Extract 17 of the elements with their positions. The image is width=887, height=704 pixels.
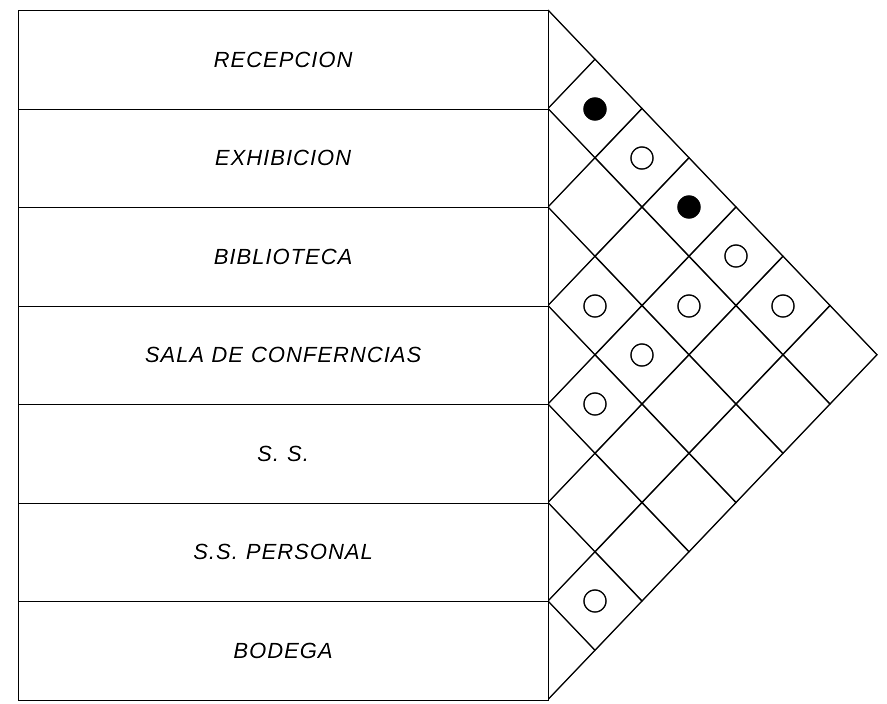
room-row: SALA DE CONFERNCIAS	[18, 306, 549, 405]
circle-mark	[677, 294, 701, 318]
room-row: EXHIBICION	[18, 108, 549, 208]
room-row: S. S.	[18, 404, 549, 504]
circle-mark	[771, 294, 795, 318]
dot-mark	[583, 96, 607, 120]
room-row: S.S. PERSONAL	[18, 502, 549, 602]
circle-mark	[630, 146, 654, 170]
room-row: RECEPCION	[18, 10, 549, 110]
circle-mark	[724, 244, 748, 268]
circle-mark	[630, 342, 654, 367]
circle-mark	[583, 589, 607, 613]
room-row: BODEGA	[18, 601, 549, 700]
dot-mark	[677, 195, 701, 219]
room-row: BIBLIOTECA	[18, 207, 549, 306]
circle-mark	[583, 392, 607, 416]
circle-mark	[583, 294, 607, 318]
